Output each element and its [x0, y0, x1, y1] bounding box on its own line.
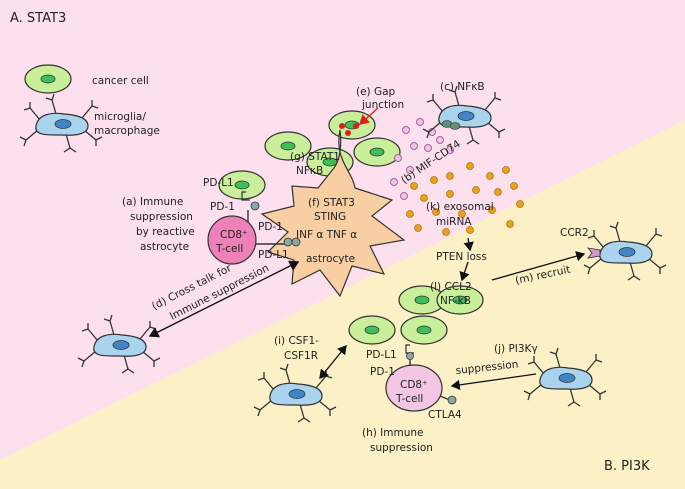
label-cd8-top-2: T-cell [215, 243, 243, 255]
suppression-arrow [450, 373, 537, 391]
panel-b-title: B. PI3K [604, 459, 650, 474]
label-g2: NFκB [296, 165, 323, 177]
label-pten: PTEN loss [436, 251, 487, 263]
ctla4-receptor-icon [447, 395, 457, 405]
label-astrocyte: astrocyte [306, 253, 355, 265]
label-f1: (f) STAT3 [308, 197, 355, 209]
label-cd8-top-1: CD8⁺ [220, 229, 248, 241]
csf1-arrow [319, 344, 347, 380]
label-i2: CSF1R [284, 350, 318, 362]
label-a4: astrocyte [140, 241, 189, 253]
gap-junction-dot [353, 123, 359, 129]
label-l2: NF-kB [440, 295, 471, 307]
label-f3: INF α TNF α [296, 229, 357, 241]
label-e2: junction [361, 99, 404, 111]
label-pd1-mid: PD-1 [258, 221, 283, 233]
arrow-to-pten [463, 237, 474, 252]
label-h1: (h) Immune [362, 427, 424, 439]
ccr2-receptor-icon [587, 247, 601, 259]
label-pd1-bot: PD-1 [370, 366, 395, 378]
gap-junction-arrow [358, 107, 379, 125]
crosstalk-arrow [148, 260, 300, 338]
label-pdl1-top: PD-L1 [203, 177, 234, 189]
legend-microglia-label-1: microglia/ [94, 111, 146, 123]
label-g1: (g) STAT1 [290, 151, 340, 163]
label-pdl1-mid: PD-L1 [258, 249, 289, 261]
panel-a-title: A. STAT3 [10, 11, 66, 26]
receptor-icon [449, 122, 461, 130]
pd1-receptor-icon [291, 237, 301, 247]
label-cd8-bot-2: T-cell [395, 393, 423, 405]
label-k1: (k) exosomal [426, 201, 494, 213]
astrocyte [260, 129, 406, 298]
recruit-arrow [491, 251, 586, 281]
legend-microglia-label-2: macrophage [94, 125, 160, 137]
label-a2: suppression [130, 211, 193, 223]
pd1-receptor-icon [406, 352, 414, 360]
label-i1: (i) CSF1- [274, 335, 319, 347]
label-e1: (e) Gap [356, 86, 396, 98]
label-ctla4: CTLA4 [428, 409, 462, 421]
label-h2: suppression [370, 442, 433, 454]
label-l1: (l) CCL2 [430, 281, 472, 293]
cancer-cell [348, 315, 396, 345]
label-a3: by reactive [136, 226, 195, 238]
legend-cancer-cell-icon [24, 64, 72, 94]
gap-junction-dot [345, 130, 351, 136]
label-c: (c) NFκB [440, 81, 485, 93]
pd1-receptor-icon [283, 237, 293, 247]
legend-cancer-cell-label: cancer cell [92, 75, 149, 87]
cancer-cell [328, 110, 376, 140]
label-ccr2: CCR2 [560, 227, 589, 239]
cancer-cell [353, 137, 401, 167]
cancer-cell [400, 315, 448, 345]
label-a1: (a) Immune [122, 196, 183, 208]
label-k2: miRNA [436, 216, 472, 228]
cd8-tcell-bottom [385, 364, 443, 412]
label-pd1-top: PD-1 [210, 201, 235, 213]
label-pdl1-bot: PD-L1 [366, 349, 397, 361]
label-f2: STING [314, 211, 346, 223]
pdl1-ligand-icon [241, 191, 250, 201]
label-cd8-bot-1: CD8⁺ [400, 379, 428, 391]
arrow-from-pten [459, 261, 470, 282]
pd1-receptor-icon [250, 201, 260, 211]
label-j: (j) PI3Kγ [494, 343, 538, 355]
exosome-orange-cluster [406, 162, 524, 236]
gap-junction-dot [339, 123, 345, 129]
